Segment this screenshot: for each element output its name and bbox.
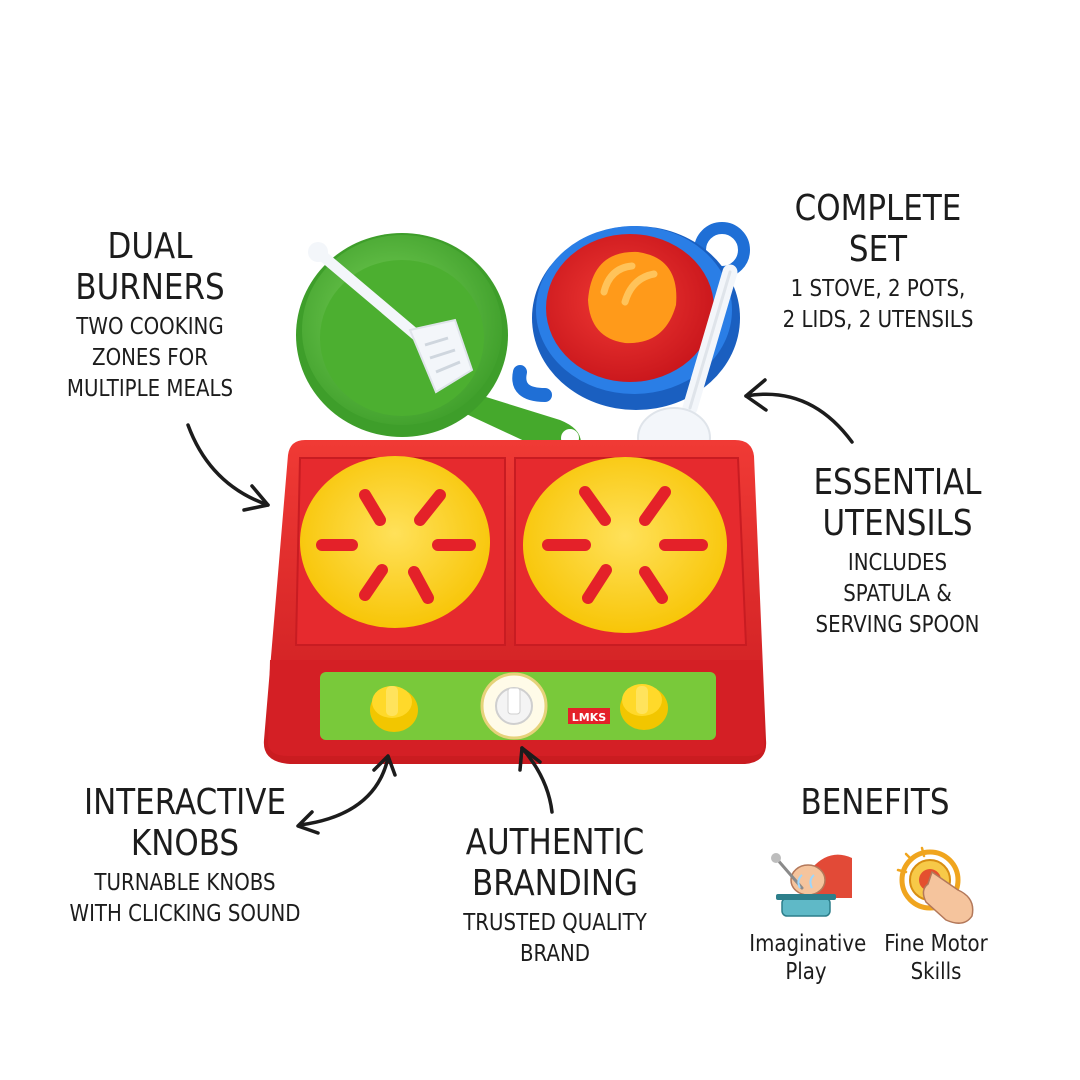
cooking-hand-icon (771, 842, 855, 922)
left-burner (300, 456, 490, 628)
blue-pot-with-lid (512, 222, 750, 410)
callout-essential-utensils: ESSENTIAL UTENSILS INCLUDES SPATULA & SE… (790, 462, 1005, 641)
control-panel: LMKS (320, 672, 716, 740)
callout-title: ESSENTIAL UTENSILS (813, 462, 982, 544)
callout-title: AUTHENTIC BRANDING (465, 822, 645, 904)
callout-title: DUAL BURNERS (75, 226, 225, 308)
benefits-title: BENEFITS (800, 782, 950, 823)
callout-title: INTERACTIVE KNOBS (83, 782, 287, 864)
callout-description: INCLUDES SPATULA & SERVING SPOON (815, 550, 980, 638)
finger-knob-icon (896, 846, 974, 924)
benefit-imaginative-play: Imaginative Play (749, 931, 867, 985)
arrow-essential-utensils (744, 378, 854, 444)
brand-logo: LMKS (568, 708, 610, 724)
callout-interactive-knobs: INTERACTIVE KNOBS TURNABLE KNOBS WITH CL… (40, 782, 330, 930)
timer-dial (480, 672, 548, 740)
callout-title: COMPLETE SET (794, 188, 962, 270)
callout-description: TWO COOKING ZONES FOR MULTIPLE MEALS (66, 314, 234, 402)
arrow-dual-burners (186, 423, 270, 512)
callout-dual-burners: DUAL BURNERS TWO COOKING ZONES FOR MULTI… (40, 226, 260, 405)
spatula (308, 242, 474, 394)
right-knob (620, 684, 668, 730)
callout-description: 1 STOVE, 2 POTS, 2 LIDS, 2 UTENSILS (782, 276, 974, 333)
callout-complete-set: COMPLETE SET 1 STOVE, 2 POTS, 2 LIDS, 2 … (748, 188, 1008, 336)
callout-description: TRUSTED QUALITY BRAND (463, 910, 647, 967)
arrow-interactive-knobs (296, 754, 397, 835)
callout-description: TURNABLE KNOBS WITH CLICKING SOUND (69, 870, 301, 927)
arrow-authentic-branding (518, 746, 554, 814)
benefit-fine-motor-skills: Fine Motor Skills (884, 931, 988, 985)
callout-authentic-branding: AUTHENTIC BRANDING TRUSTED QUALITY BRAND (440, 822, 670, 970)
left-knob (370, 686, 418, 732)
right-burner (523, 457, 727, 633)
svg-text:LMKS: LMKS (572, 711, 606, 724)
